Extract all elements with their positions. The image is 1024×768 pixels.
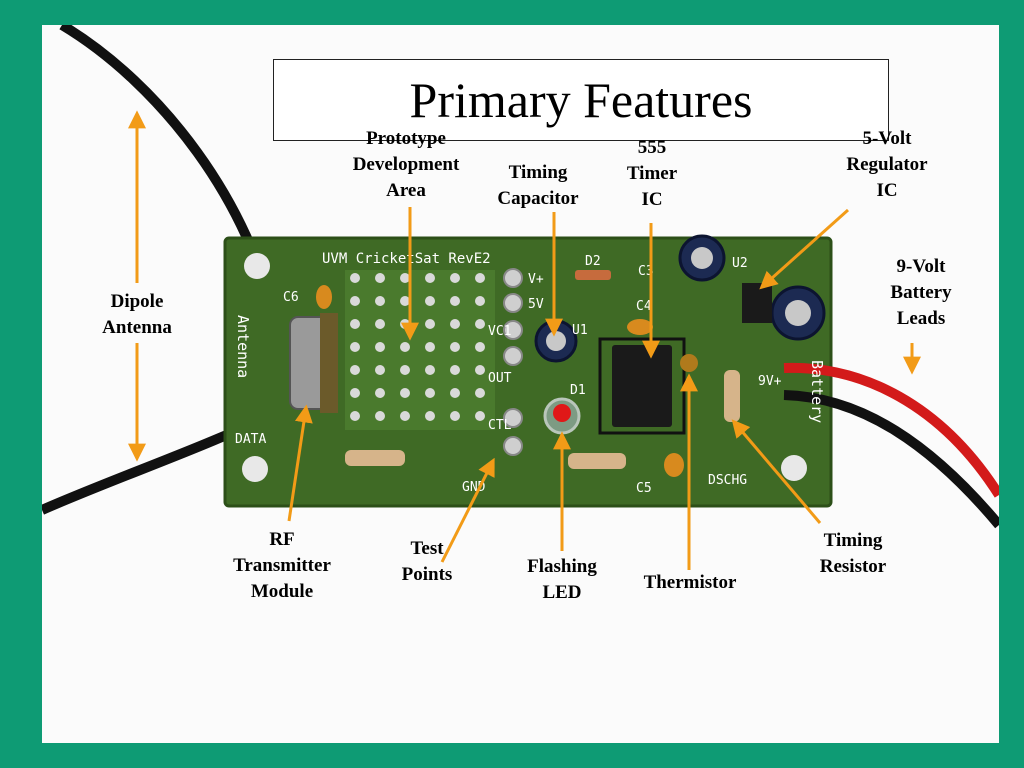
timing-resistor-body — [724, 370, 740, 422]
antenna-silkscreen: Antenna — [234, 315, 252, 378]
pad-label: 5V — [528, 297, 544, 312]
ref-label: C5 — [636, 481, 652, 496]
title-box: Primary Features — [273, 59, 889, 141]
mount-hole — [781, 455, 807, 481]
prototype-grid — [345, 270, 495, 430]
test-points-arrow — [440, 457, 495, 563]
ref-label: C6 — [283, 290, 299, 305]
ref-label: U2 — [732, 256, 748, 271]
pad-label: CTL — [488, 418, 512, 433]
battery-lead-red — [783, 362, 999, 498]
battery-silkscreen: Battery — [808, 360, 826, 423]
pad-label: GND — [462, 480, 486, 495]
ref-label: D2 — [585, 254, 601, 269]
ref-label: 9V+ — [758, 374, 782, 389]
ref-label: U1 — [572, 323, 588, 338]
diode-d2 — [575, 270, 611, 280]
ref-label: DSCHG — [708, 473, 747, 488]
ref-label: DATA — [235, 432, 266, 447]
ref-label: C4 — [636, 299, 652, 314]
test-pads — [503, 268, 523, 456]
ref-label: D1 — [570, 383, 586, 398]
label-thermistor: Thermistor — [643, 572, 737, 593]
pad-label: OUT — [488, 371, 512, 386]
slide: UVM CricketSat RevE2 Antenna Battery V+ … — [42, 25, 999, 743]
regulator-arrow — [759, 208, 850, 290]
thermistor-bead — [680, 354, 698, 372]
pad-label: V+ — [528, 272, 544, 287]
circuit-board-photo: UVM CricketSat RevE2 Antenna Battery V+ … — [42, 25, 999, 529]
rf-arrow — [287, 404, 313, 522]
resistor-arrow — [731, 419, 822, 524]
board-name-text: UVM CricketSat RevE2 — [322, 251, 491, 267]
battery-lead-black — [783, 390, 999, 529]
callout-arrows — [128, 110, 921, 570]
mount-hole — [244, 253, 270, 279]
timer-ic — [612, 345, 672, 427]
slide-title: Primary Features — [409, 72, 753, 128]
mount-hole — [242, 456, 268, 482]
pad-label: VC1 — [488, 324, 511, 339]
regulator-ic — [742, 283, 772, 323]
